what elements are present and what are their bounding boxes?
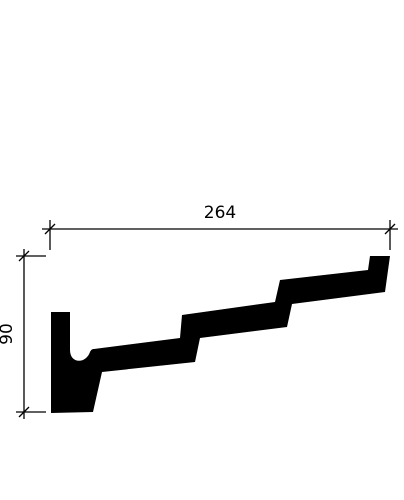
cornice-profile-shape [51, 256, 390, 413]
height-dimension: 90 [0, 249, 46, 419]
height-tick-top [18, 250, 30, 262]
width-dimension-label: 264 [204, 203, 236, 223]
height-dimension-label: 90 [0, 323, 17, 345]
width-tick-left [44, 223, 56, 235]
width-dimension: 264 [42, 203, 398, 250]
height-tick-bottom [18, 406, 30, 418]
width-tick-right [384, 223, 396, 235]
